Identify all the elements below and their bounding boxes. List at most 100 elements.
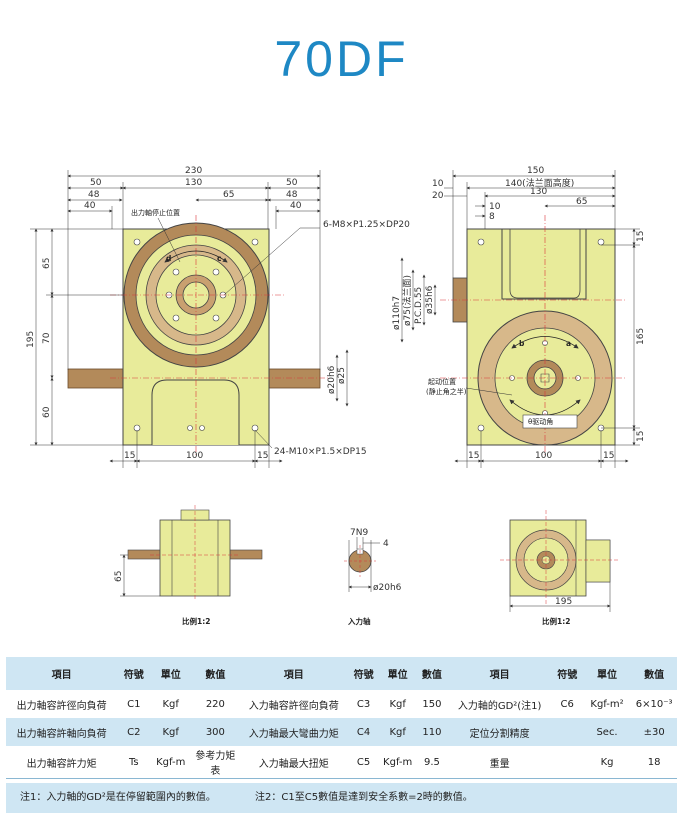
dim-35h6: ø35h6 bbox=[425, 285, 435, 314]
dim-10b: 10 bbox=[489, 202, 501, 212]
table-cell: 入力軸最大彎曲力矩 bbox=[239, 718, 349, 746]
dim-shaft-25: ø25 bbox=[337, 367, 347, 384]
table-cell: 出力軸容許軸向負荷 bbox=[6, 718, 118, 746]
dim-230: 230 bbox=[185, 166, 202, 176]
table-cell: Kgf bbox=[150, 718, 192, 746]
table-cell: Kgf-m² bbox=[590, 698, 624, 710]
header-symbol: 符號 bbox=[117, 657, 151, 690]
dim-150: 150 bbox=[527, 166, 544, 176]
label-b: b bbox=[519, 339, 525, 348]
spec-table: 項目 符號 單位 數值 項目 符號 單位 數值 項目 符號 單位 數值 出力軸容… bbox=[6, 657, 677, 779]
small-front-caption: 比例1:2 bbox=[182, 616, 210, 626]
header-item: 項目 bbox=[447, 657, 552, 690]
dim-side-bottom-100: 100 bbox=[535, 451, 552, 461]
label-a: a bbox=[566, 339, 571, 348]
dim-shaft-20h6: ø20h6 bbox=[327, 365, 337, 394]
table-cell: C1 bbox=[127, 698, 141, 710]
table-cell: 300 bbox=[191, 718, 240, 746]
table-cell bbox=[551, 746, 583, 779]
table-cell: Kgf bbox=[389, 698, 406, 710]
small-front-view: 65 比例1:2 bbox=[114, 505, 263, 626]
shaft-7n9: 7N9 bbox=[350, 528, 368, 538]
dim-side-130: 130 bbox=[530, 187, 547, 197]
shaft-caption: 入力轴 bbox=[347, 616, 371, 626]
dim-20: 20 bbox=[432, 191, 444, 201]
label-d: d bbox=[166, 254, 171, 263]
table-cell: 入力軸最大扭矩 bbox=[239, 746, 349, 779]
table-cell: 參考力矩表 bbox=[191, 746, 240, 779]
header-value: 數值 bbox=[191, 657, 240, 690]
table-cell: 入力軸容許徑向負荷 bbox=[248, 700, 339, 712]
table-cell: C4 bbox=[348, 718, 380, 746]
dim-bottom-15-left: 15 bbox=[124, 451, 135, 461]
footnotes: 注1：入力軸的GD²是在停留範圍內的數值。 注2：C1至C5數值是達到安全系數=… bbox=[6, 783, 677, 813]
table-cell: C6 bbox=[560, 698, 574, 710]
drive-angle-label: θ驱动角 bbox=[528, 417, 553, 426]
header-unit: 單位 bbox=[150, 657, 192, 690]
dim-h-65: 65 bbox=[42, 258, 52, 269]
dim-50-left: 50 bbox=[90, 178, 102, 188]
table-cell: 定位分割精度 bbox=[447, 718, 552, 746]
header-symbol: 符號 bbox=[348, 657, 380, 690]
dim-48-left: 48 bbox=[88, 190, 100, 200]
dim-h-70: 70 bbox=[42, 332, 52, 344]
start-position: 起动位置 bbox=[428, 377, 456, 386]
callout-24-m10: 24-M10×P1.5×DP15 bbox=[274, 447, 367, 457]
page-title: 70DF bbox=[274, 31, 409, 87]
table-cell: 150 bbox=[422, 698, 442, 710]
dim-h-60: 60 bbox=[42, 406, 52, 418]
small-side-view: 195 比例1:2 bbox=[500, 510, 620, 626]
dim-195: 195 bbox=[26, 331, 36, 348]
note-1: 注1：入力軸的GD²是在停留範圍內的數值。 bbox=[20, 792, 216, 803]
table-cell: ±30 bbox=[631, 718, 677, 746]
table-row: 出力軸容許軸向負荷 C2 Kgf 300 入力軸最大彎曲力矩 C4 Kgf 11… bbox=[6, 718, 677, 746]
table-cell: 出力軸容許徑向負荷 bbox=[16, 700, 107, 712]
table-cell: Kgf bbox=[162, 698, 179, 710]
table-cell: Kgf-m bbox=[150, 746, 192, 779]
callout-6-m8: 6-M8×P1.25×DP20 bbox=[323, 220, 410, 230]
front-view: d c 出力軸停止位置 bbox=[26, 166, 410, 468]
small-dim-65: 65 bbox=[114, 571, 124, 582]
table-cell: C5 bbox=[348, 746, 380, 779]
header-value: 數值 bbox=[631, 657, 677, 690]
label-c: c bbox=[217, 254, 221, 263]
shaft-4: 4 bbox=[383, 539, 389, 549]
small-dim-195: 195 bbox=[555, 597, 572, 607]
table-cell: 18 bbox=[631, 746, 677, 779]
dim-pcd55: P.C.D.55 bbox=[414, 287, 424, 324]
table-cell: 6×10⁻³ bbox=[635, 698, 673, 710]
dim-48-right: 48 bbox=[286, 190, 298, 200]
shaft-20h6: ø20h6 bbox=[373, 583, 402, 593]
technical-drawing: d c 出力軸停止位置 bbox=[26, 166, 646, 626]
table-cell: C2 bbox=[117, 718, 151, 746]
start-position-note: (静止角之半) bbox=[426, 387, 467, 396]
table-cell: C3 bbox=[356, 698, 371, 710]
dim-110h7: ø110h7 bbox=[392, 296, 402, 330]
table-cell: 出力軸容許力矩 bbox=[6, 746, 118, 779]
table-row: 出力軸容許徑向負荷 C1 Kgf 220 入力軸容許徑向負荷 C3 Kgf 15… bbox=[6, 690, 677, 718]
table-cell: 9.5 bbox=[416, 746, 448, 779]
dim-side-65: 65 bbox=[576, 197, 587, 207]
dim-bottom-100: 100 bbox=[186, 451, 203, 461]
table-cell: 110 bbox=[416, 718, 448, 746]
header-symbol: 符號 bbox=[551, 657, 583, 690]
header-item: 項目 bbox=[239, 657, 349, 690]
table-cell: Kgf bbox=[379, 718, 417, 746]
dim-side-bottom-15-left: 15 bbox=[468, 451, 479, 461]
dim-right-15-bottom: 15 bbox=[636, 431, 646, 442]
table-cell: 220 bbox=[205, 698, 225, 710]
table-cell: Kg bbox=[582, 746, 632, 779]
table-cell: Ts bbox=[117, 746, 151, 779]
table-cell: Sec. bbox=[582, 718, 632, 746]
note-2: 注2：C1至C5數值是達到安全系數=2時的數值。 bbox=[255, 792, 473, 803]
dim-130: 130 bbox=[185, 178, 202, 188]
table-row: 出力軸容許力矩 Ts Kgf-m 參考力矩表 入力軸最大扭矩 C5 Kgf-m … bbox=[6, 746, 677, 779]
side-view: b a θ驱动角 起动位置 (静止角之半) bbox=[392, 166, 646, 468]
dim-65: 65 bbox=[223, 190, 234, 200]
dim-40-left: 40 bbox=[84, 201, 96, 211]
callout-stop-position: 出力軸停止位置 bbox=[131, 208, 180, 217]
dim-right-165: 165 bbox=[636, 328, 646, 345]
dim-side-bottom-15-right: 15 bbox=[603, 451, 614, 461]
table-cell bbox=[551, 718, 583, 746]
dim-140-flange: 140(法兰面高度) bbox=[505, 177, 574, 189]
